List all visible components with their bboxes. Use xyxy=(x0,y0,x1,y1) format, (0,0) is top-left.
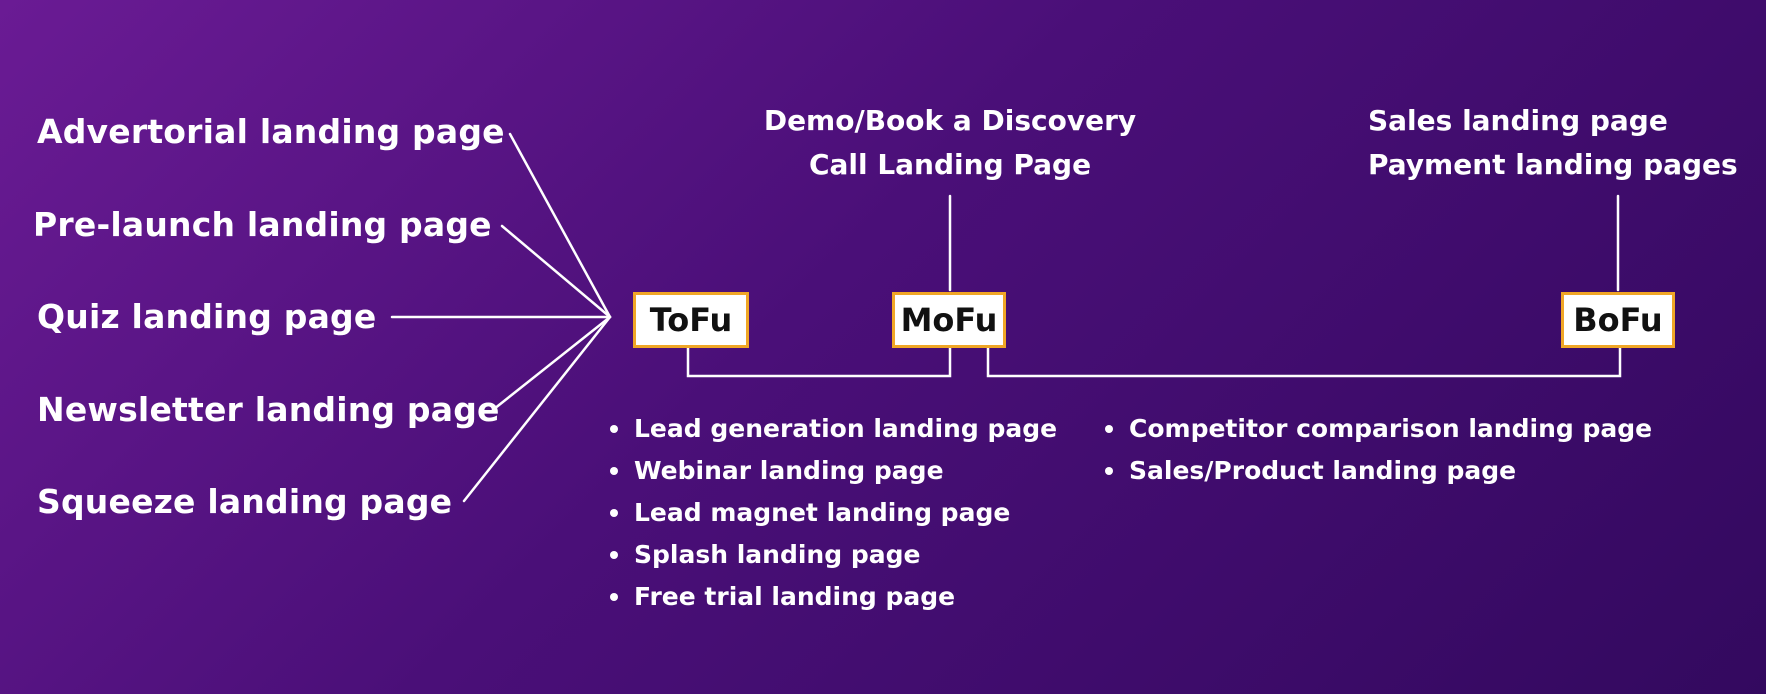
mofu-top-line-2: Call Landing Page xyxy=(808,148,1092,181)
mofu-top-label: Demo/Book a Discovery Call Landing Page xyxy=(740,99,1160,187)
connector-newsletter xyxy=(492,315,612,411)
left-item-squeeze: Squeeze landing page xyxy=(37,482,453,521)
bofu-top-label: Sales landing page Payment landing pages xyxy=(1368,99,1738,187)
bofu-top-line-1: Sales landing page xyxy=(1368,104,1668,137)
connector-advertorial xyxy=(508,132,612,319)
stage-box-tofu: ToFu xyxy=(633,292,749,348)
list-item: Lead magnet landing page xyxy=(606,492,1057,534)
bracket-tofu-mofu xyxy=(686,345,952,378)
mofu-top-line-1: Demo/Book a Discovery xyxy=(763,104,1137,137)
stage-box-mofu: MoFu xyxy=(892,292,1006,348)
left-item-newsletter: Newsletter landing page xyxy=(37,390,500,429)
bracket-mofu-bofu xyxy=(986,345,1622,378)
stage-box-bofu: BoFu xyxy=(1561,292,1675,348)
left-item-advertorial: Advertorial landing page xyxy=(37,112,505,151)
connector-squeeze xyxy=(462,315,612,503)
bofu-top-line-2: Payment landing pages xyxy=(1368,148,1738,181)
list-item: Sales/Product landing page xyxy=(1101,450,1652,492)
connector-prelaunch xyxy=(500,224,612,319)
mofu-bofu-list: Competitor comparison landing page Sales… xyxy=(1101,408,1652,492)
list-item: Free trial landing page xyxy=(606,576,1057,618)
list-item: Splash landing page xyxy=(606,534,1057,576)
list-item: Webinar landing page xyxy=(606,450,1057,492)
left-item-quiz: Quiz landing page xyxy=(37,297,377,336)
list-item: Lead generation landing page xyxy=(606,408,1057,450)
list-item: Competitor comparison landing page xyxy=(1101,408,1652,450)
left-item-prelaunch: Pre-launch landing page xyxy=(33,205,492,244)
tofu-mofu-list: Lead generation landing page Webinar lan… xyxy=(606,408,1057,618)
